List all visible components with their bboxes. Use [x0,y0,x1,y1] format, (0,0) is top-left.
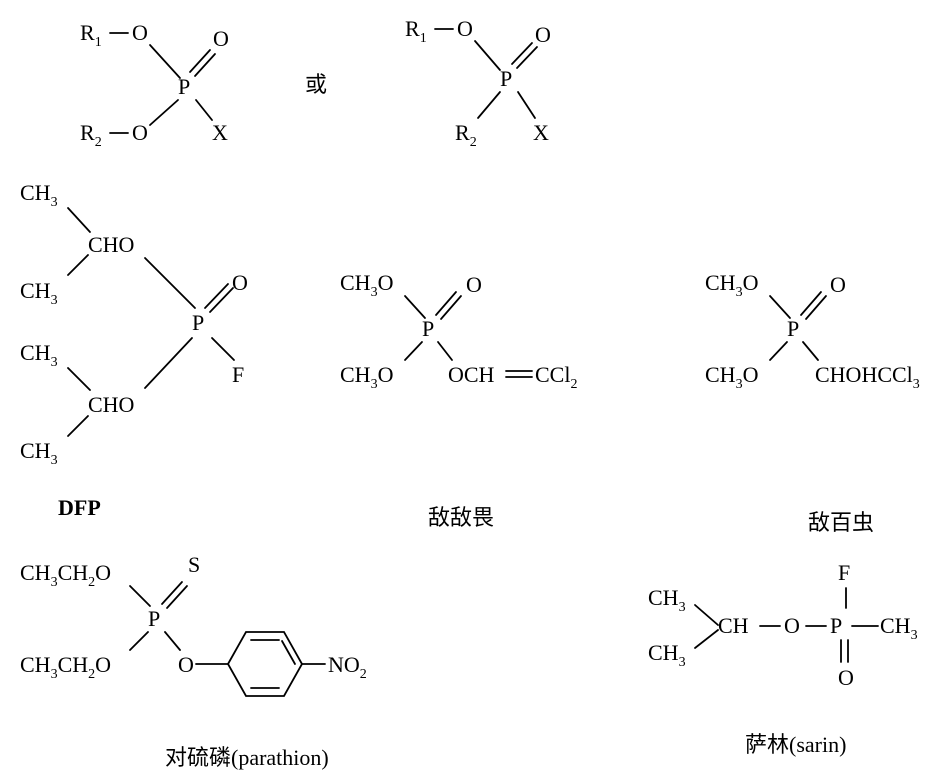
och-label: OCH [448,362,495,387]
cho-p-bond-top [144,257,196,309]
cho-top: CHO [88,232,134,257]
ch3-top-2: CH3 [20,278,58,308]
general-structure-phosphate: R1 O P O R2 O X [80,20,229,150]
p-o-bond-bottom [769,341,788,361]
o-double-label: O [830,272,846,297]
ch3o-bottom: CH3O [705,362,758,392]
o-aryl-label: O [178,652,194,677]
o-ester-bottom: O [132,120,148,145]
p-o-double-bond-2 [194,53,216,77]
ch3ch2o-top: CH3CH2O [20,560,111,590]
fluorine-atom: F [232,362,244,387]
r2-label: R2 [455,120,477,150]
r1-label: R1 [405,16,427,46]
sulfur-atom: S [188,552,200,577]
ch3-right: CH3 [880,613,918,643]
p-o-double-bond-2 [440,295,462,320]
p-f-bond [211,337,235,361]
ch3o-top: CH3O [705,270,758,300]
p-o-double-bond-1 [511,42,533,65]
ch3-bottom-1: CH3 [20,340,58,370]
o-p-bond-top [129,585,151,607]
ch3-bottom-2: CH3 [20,438,58,468]
o-ester-top: O [132,20,148,45]
p-o-aryl-bond [164,631,181,651]
dichlorvos-structure: CH3O P O CH3O OCH CCl2 敌敌畏 [340,270,577,530]
ch3-cho-bond-1 [67,207,91,233]
ch3ch2o-bottom: CH3CH2O [20,652,111,682]
parathion-structure: CH3CH2O P S CH3CH2O O NO2 对硫磷(parathion) [20,552,367,770]
sarin-structure: CH3 CH3 CH O P F O CH3 萨林(sarin) [648,560,918,757]
o-ester: O [457,16,473,41]
o-p-bond-top [404,295,426,319]
no2-label: NO2 [328,652,367,682]
o-p-bond [474,40,501,71]
p-o-bond-bottom [129,631,149,651]
o-double-label: O [535,22,551,47]
ch3-bottom: CH3 [648,640,686,670]
p-s-double-bond-2 [166,585,188,609]
ch3-cho-bond-2 [67,254,89,276]
phosphorus-atom: P [192,310,204,335]
phosphorus-atom: P [830,613,842,638]
r1-label: R1 [80,20,102,50]
p-o-double-bond-1 [189,49,211,73]
sarin-caption: 萨林(sarin) [745,732,846,757]
o-ester-label: O [784,613,800,638]
ccl2-label: CCl2 [535,362,577,392]
or-label: 或 [305,72,327,97]
p-x-bond [517,91,536,119]
ch3-cho-bond-3 [67,367,91,391]
fluorine-atom: F [838,560,850,585]
p-x-bond [195,99,213,121]
phosphorus-atom: P [422,316,434,341]
dichlorvos-caption: 敌敌畏 [428,505,494,530]
cho-bottom: CHO [88,392,134,417]
ch3o-bottom: CH3O [340,362,393,392]
p-s-double-bond-1 [161,581,183,605]
p-o-bond-bottom [404,341,423,361]
phosphorus-atom: P [500,66,512,91]
ring-inner-bond-3 [281,640,296,665]
p-o-double-bond-1 [800,291,822,316]
ch3-cho-bond-4 [67,415,89,437]
ch3o-top: CH3O [340,270,393,300]
o-double-label: O [838,665,854,690]
parathion-caption: 对硫磷(parathion) [165,745,329,770]
ch-center: CH [718,613,749,638]
phosphorus-atom: P [148,606,160,631]
p-och-bond [437,341,453,361]
general-structure-phosphonate: R1 O P O R2 X [405,16,551,150]
trichlorfon-caption: 敌百虫 [808,510,874,535]
p-o-double-bond-1 [204,283,229,309]
phosphorus-atom: P [787,316,799,341]
p-r2-bond [477,91,501,119]
o-double-label: O [213,26,229,51]
dfp-structure: CH3 CHO CH3 P O F CH3 CHO CH3 DFP [20,180,248,520]
ch3-ch-bond-bottom [694,629,719,649]
p-o-double-bond-1 [435,291,457,316]
p-o-double-bond-2 [805,295,827,320]
p-choh-bond [802,341,819,361]
x-label: X [533,120,549,145]
p-o-double-bond-2 [516,46,538,69]
o-double-label: O [466,272,482,297]
benzene-ring [226,631,304,697]
ch3-top-1: CH3 [20,180,58,210]
ch3-top: CH3 [648,585,686,615]
o-double-label: O [232,270,248,295]
chohccl3-label: CHOHCCl3 [815,362,920,392]
r2-label: R2 [80,120,102,150]
ch3-ch-bond-top [694,604,719,626]
p-cho-bond-bottom [144,337,193,389]
p-o-bond-bottom [149,99,179,126]
trichlorfon-structure: CH3O P O CH3O CHOHCCl3 敌百虫 [705,270,920,535]
o-p-bond-top [769,295,791,319]
phosphorus-atom: P [178,74,190,99]
p-o-double-bond-2 [209,287,234,313]
dfp-caption: DFP [58,495,101,520]
o-p-bond-top [149,44,181,79]
x-label: X [212,120,228,145]
